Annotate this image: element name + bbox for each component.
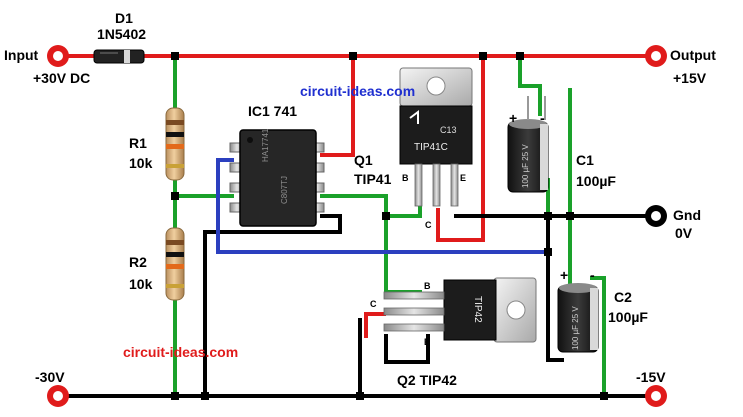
junction-dot <box>356 392 364 400</box>
d1-part-label: 1N5402 <box>97 26 147 42</box>
c1-minus-label: - <box>540 110 545 126</box>
wire-q2-emitter-black <box>384 334 430 364</box>
ic1-741-chip <box>229 129 325 227</box>
wire-feedback-blue <box>216 158 550 254</box>
wire-bases-green <box>384 203 422 218</box>
q1-pin-c-label: C <box>425 220 432 230</box>
c1-ref-label: C1 <box>576 152 594 168</box>
r1-ref-label: R1 <box>129 135 147 151</box>
gnd-terminal <box>645 205 667 227</box>
c2-minus-label: - <box>590 267 595 283</box>
junction-dot <box>171 192 179 200</box>
capacitor-c2 <box>557 283 599 353</box>
gnd-value-label: 0V <box>675 225 693 241</box>
terminals <box>47 45 667 407</box>
d1-ref-label: D1 <box>115 10 133 26</box>
input-value-label: +30V DC <box>33 70 91 86</box>
brand-watermark-top: circuit-ideas.com <box>300 83 416 99</box>
junction-dot <box>479 52 487 60</box>
tip41-code-marking: C13 <box>440 125 457 135</box>
ic-marking-line2: C807TJ <box>280 175 289 204</box>
junction-dot <box>516 52 524 60</box>
junction-dot <box>201 392 209 400</box>
junction-dot <box>600 392 608 400</box>
junction-dot <box>544 212 552 220</box>
junctions <box>171 52 608 400</box>
q2-pin-b-label: B <box>424 281 431 291</box>
c2-ref-label: C2 <box>614 289 632 305</box>
c2-marking: 100 µF 25 V <box>571 306 580 350</box>
r1-value-label: 10k <box>129 155 153 171</box>
wire-c1-minus-green <box>546 178 572 218</box>
gnd-title-label: Gnd <box>673 207 701 223</box>
output-title-label: Output <box>670 47 716 63</box>
c1-marking: 100 µF 25 V <box>521 144 530 188</box>
wire-q1-to-output-red <box>436 54 485 242</box>
junction-dot <box>544 248 552 256</box>
input-terminal <box>47 45 69 67</box>
brand-watermark-bottom: circuit-ideas.com <box>123 344 239 360</box>
r2-value-label: 10k <box>129 276 153 292</box>
q1-part-label: TIP41 <box>354 171 392 187</box>
neg15-label: -15V <box>636 369 666 385</box>
wire-ic-pin4-black <box>203 214 342 398</box>
tip41-name-marking: TIP41C <box>414 142 448 153</box>
c1-value-label: 100µF <box>576 173 616 189</box>
wire-ic-pin6-to-bases <box>320 194 388 218</box>
q1-ref-label: Q1 <box>354 152 373 168</box>
q2-pin-c-label: C <box>370 299 377 309</box>
junction-dot <box>566 212 574 220</box>
c1-plus-label: + <box>509 110 518 126</box>
input-title-label: Input <box>4 47 39 63</box>
wire-q2-collector-red <box>364 312 386 338</box>
neg15-terminal <box>645 385 667 407</box>
transistor-q2-tip42 <box>383 277 537 343</box>
wire-emitter-black <box>546 214 564 362</box>
c2-value-label: 100µF <box>608 309 648 325</box>
q1-pin-b-label: B <box>402 173 409 183</box>
junction-dot <box>171 52 179 60</box>
wire-c1-green <box>518 54 542 116</box>
capacitor-c1 <box>507 96 549 193</box>
transistor-q1-tip41 <box>399 67 473 207</box>
wire-q1-collector-red <box>320 54 355 157</box>
ic-marking-line1: HA17741 <box>261 128 270 162</box>
junction-dot <box>382 212 390 220</box>
c2-plus-label: + <box>560 267 569 283</box>
resistor-r1 <box>165 107 185 181</box>
q2-label: Q2 TIP42 <box>397 372 457 388</box>
output-terminal <box>645 45 667 67</box>
resistor-r2 <box>165 227 185 301</box>
junction-dot <box>171 392 179 400</box>
diode-d1 <box>93 49 145 64</box>
r2-ref-label: R2 <box>129 254 147 270</box>
output-value-label: +15V <box>673 70 707 86</box>
neg30-terminal <box>47 385 69 407</box>
wire-c2-minus-green <box>590 276 606 398</box>
tip42-name-marking: TIP42 <box>472 296 483 323</box>
q1-pin-e-label: E <box>460 173 467 183</box>
neg30-label: -30V <box>35 369 65 385</box>
q2-pin-e-label: E <box>424 337 431 347</box>
junction-dot <box>349 52 357 60</box>
ic1-label: IC1 741 <box>248 103 298 119</box>
